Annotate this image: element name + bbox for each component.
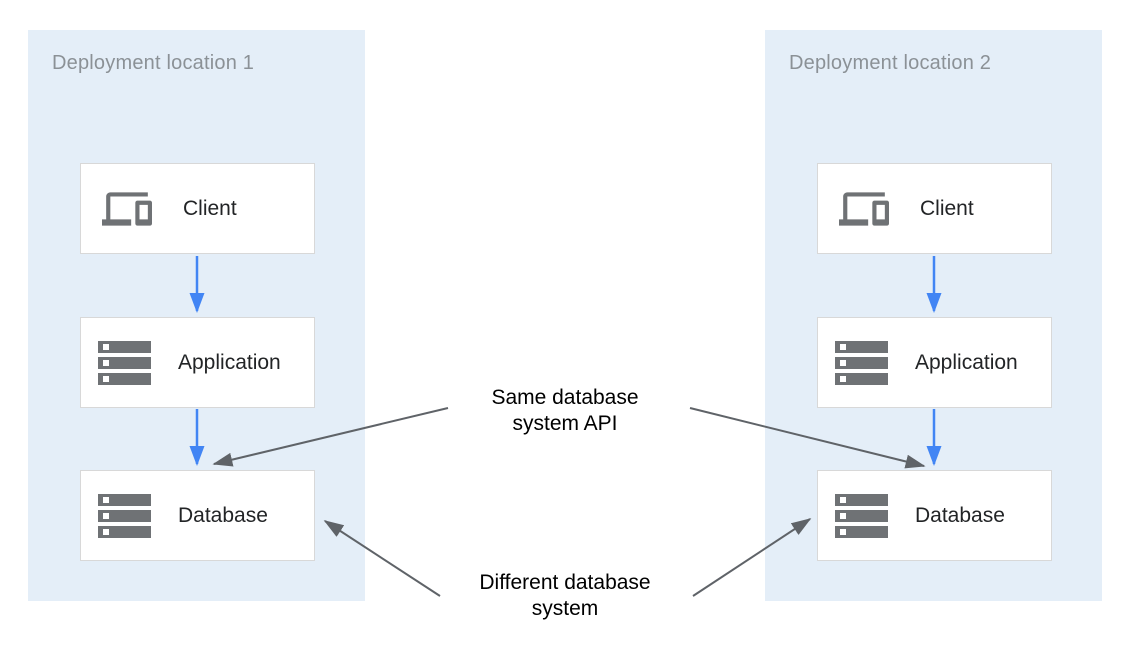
node-database: Database [80, 470, 315, 561]
storage-icon [98, 340, 151, 385]
deployment-panel-2: Deployment location 2 Client Application [765, 30, 1102, 601]
storage-icon [835, 493, 888, 538]
panel-title: Deployment location 1 [52, 52, 255, 74]
node-client: Client [817, 163, 1052, 254]
node-database: Database [817, 470, 1052, 561]
devices-icon [102, 191, 152, 226]
devices-icon [839, 191, 889, 226]
node-application: Application [817, 317, 1052, 408]
node-label: Client [920, 196, 974, 220]
node-label: Application [915, 350, 1018, 374]
storage-icon [98, 493, 151, 538]
panel-title: Deployment location 2 [789, 52, 992, 74]
node-label: Database [915, 503, 1005, 527]
annotation-same-database-api: Same database system API [491, 386, 639, 435]
node-label: Database [178, 503, 268, 527]
annotation-different-database-system: Different database system [479, 571, 651, 620]
node-client: Client [80, 163, 315, 254]
storage-icon [835, 340, 888, 385]
deployment-panel-1: Deployment location 1 Client Application [28, 30, 365, 601]
node-label: Application [178, 350, 281, 374]
node-label: Client [183, 196, 237, 220]
node-application: Application [80, 317, 315, 408]
